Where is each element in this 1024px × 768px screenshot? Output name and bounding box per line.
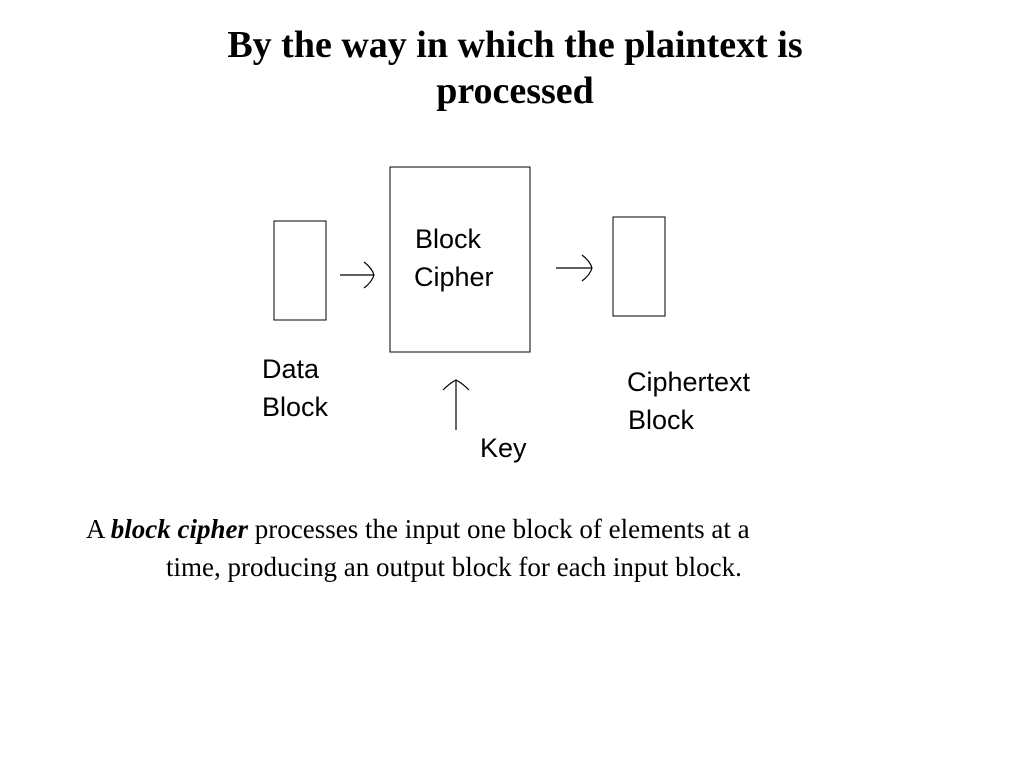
data-block-label-line1: Data [262, 354, 320, 384]
key-arrow-icon [442, 379, 470, 430]
block-cipher-box [389, 166, 531, 353]
ciphertext-block-box [612, 216, 666, 317]
block-cipher-label-line2: Cipher [414, 262, 494, 292]
ciphertext-block-label-line2: Block [628, 405, 695, 435]
output-arrow-icon [556, 254, 593, 282]
definition-text-line2: time, producing an output block for each… [166, 552, 742, 582]
slide-title-line2: processed [436, 70, 594, 112]
definition-term: block cipher [110, 514, 248, 544]
input-arrow-icon [340, 261, 375, 289]
ciphertext-block-label-line1: Ciphertext [627, 367, 751, 397]
definition-text-line1: processes the input one block of element… [248, 514, 750, 544]
data-block-box [273, 220, 327, 321]
definition-prefix: A [86, 514, 111, 544]
block-cipher-label-line1: Block [415, 224, 482, 254]
key-label: Key [480, 433, 527, 463]
slide-title: By the way in which the plaintext is pro… [120, 22, 910, 114]
data-block-label-line2: Block [262, 392, 329, 422]
slide-title-line1: By the way in which the plaintext is [227, 24, 803, 66]
definition-paragraph: A block cipher processes the input one b… [86, 510, 946, 586]
